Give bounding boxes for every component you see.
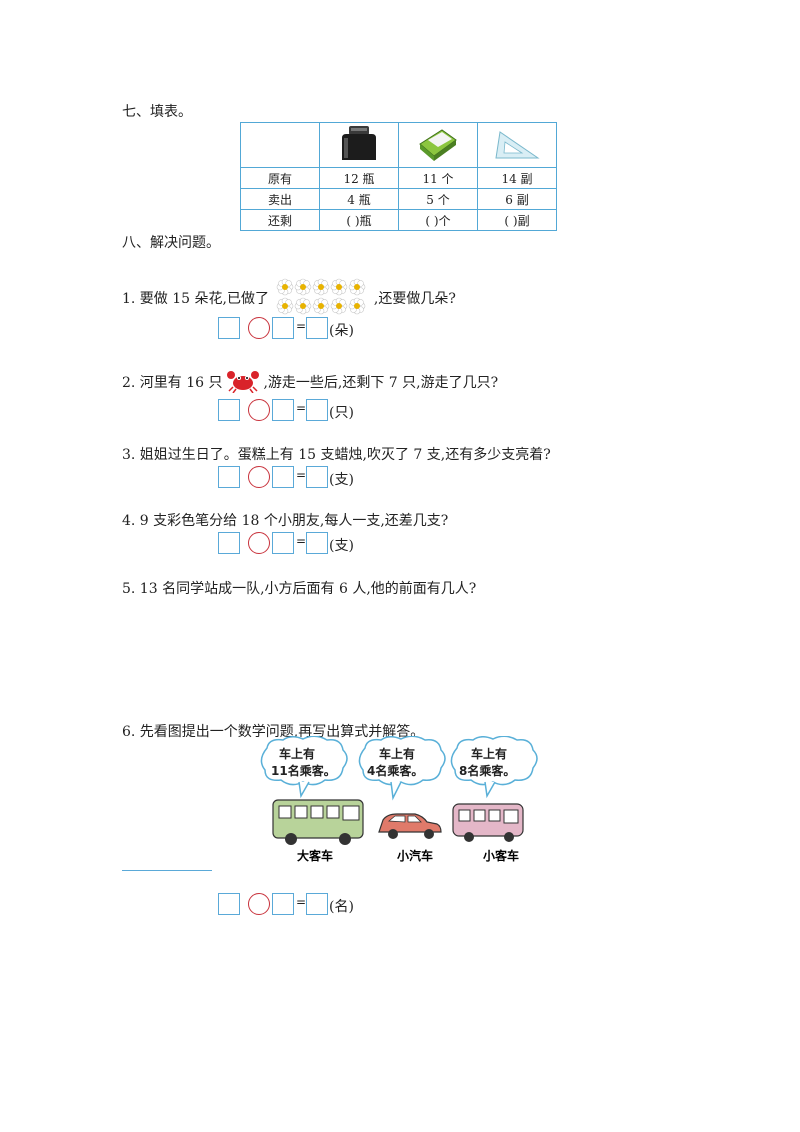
number-box[interactable] bbox=[218, 893, 240, 915]
result-box[interactable] bbox=[306, 466, 328, 488]
operator-circle[interactable] bbox=[248, 399, 270, 421]
large-bus-icon bbox=[272, 799, 364, 845]
equals-sign: = bbox=[296, 895, 307, 909]
number-box[interactable] bbox=[272, 466, 294, 488]
ink-bottle-icon bbox=[319, 122, 399, 168]
result-box[interactable] bbox=[306, 399, 328, 421]
speech-bubble-3: 车上有 8名乘客。 bbox=[450, 736, 538, 799]
operator-circle[interactable] bbox=[248, 893, 270, 915]
vehicle-label-large-bus: 大客车 bbox=[297, 848, 333, 863]
crab-icon bbox=[226, 371, 259, 394]
unit-label: (支) bbox=[329, 472, 354, 488]
operator-circle[interactable] bbox=[248, 466, 270, 488]
row-label: 卖出 bbox=[240, 188, 320, 210]
vehicle-label-car: 小汽车 bbox=[397, 848, 433, 863]
eraser-icon bbox=[398, 122, 478, 168]
row-label: 还剩 bbox=[240, 209, 320, 231]
question-5: 5. 13 名同学站成一队,小方后面有 6 人,他的前面有几人? bbox=[122, 581, 477, 597]
bubble-1-line1: 车上有 bbox=[279, 746, 315, 761]
flower-icon bbox=[349, 297, 366, 315]
unit-label: (支) bbox=[329, 538, 354, 554]
equals-sign: = bbox=[296, 319, 307, 333]
operator-circle[interactable] bbox=[248, 532, 270, 554]
question-2: 2. 河里有 16 只 ,游走一些后,还剩下 7 只,游走了几只? bbox=[122, 369, 499, 394]
result-box[interactable] bbox=[306, 532, 328, 554]
question-1: 1. 要做 15 朵花,已做了 ,还要做几朵? bbox=[122, 277, 456, 317]
row-label: 原有 bbox=[240, 167, 320, 189]
question-4: 4. 9 支彩色笔分给 18 个小朋友,每人一支,还差几支? bbox=[122, 513, 449, 529]
fill-table: 原有 12 瓶 11 个 14 副 卖出 4 瓶 5 个 6 副 还剩 ( )瓶… bbox=[240, 122, 557, 231]
table-cell: 14 副 bbox=[477, 167, 557, 189]
flower-icon bbox=[313, 278, 330, 296]
result-box[interactable] bbox=[306, 893, 328, 915]
number-box[interactable] bbox=[272, 399, 294, 421]
table-corner-cell bbox=[240, 122, 320, 168]
answer-cell[interactable]: ( )瓶 bbox=[319, 209, 399, 231]
speech-bubble-1: 车上有 11名乘客。 bbox=[260, 736, 348, 799]
number-box[interactable] bbox=[218, 466, 240, 488]
question-6: 6. 先看图提出一个数学问题,再写出算式并解答。 bbox=[122, 724, 425, 740]
number-box[interactable] bbox=[218, 399, 240, 421]
answer-cell[interactable]: ( )副 bbox=[477, 209, 557, 231]
question-2-text-before: 2. 河里有 16 只 bbox=[122, 375, 223, 391]
table-cell: 4 瓶 bbox=[319, 188, 399, 210]
vehicle-label-minibus: 小客车 bbox=[483, 848, 519, 863]
minibus-icon bbox=[452, 803, 524, 842]
flower-icon bbox=[277, 278, 294, 296]
bubble-2-line2: 4名乘客。 bbox=[367, 763, 423, 778]
bubble-3-line1: 车上有 bbox=[471, 746, 507, 761]
number-box[interactable] bbox=[272, 893, 294, 915]
result-box[interactable] bbox=[306, 317, 328, 339]
number-box[interactable] bbox=[218, 317, 240, 339]
question-3: 3. 姐姐过生日了。蛋糕上有 15 支蜡烛,吹灭了 7 支,还有多少支亮着? bbox=[122, 447, 551, 463]
table-cell: 6 副 bbox=[477, 188, 557, 210]
car-icon bbox=[378, 813, 442, 839]
flower-icon bbox=[295, 278, 312, 296]
number-box[interactable] bbox=[272, 317, 294, 339]
section8-title: 八、解决问题。 bbox=[122, 235, 220, 251]
flower-icon bbox=[295, 297, 312, 315]
table-cell: 12 瓶 bbox=[319, 167, 399, 189]
passenger-vehicles-illustration: 车上有 11名乘客。 车上有 4名乘客。 车上有 8名乘客。 bbox=[260, 736, 538, 863]
question-1-text-before: 1. 要做 15 朵花,已做了 bbox=[122, 291, 269, 307]
table-cell: 5 个 bbox=[398, 188, 478, 210]
table-cell: 11 个 bbox=[398, 167, 478, 189]
flower-icon bbox=[277, 297, 294, 315]
speech-bubble-2: 车上有 4名乘客。 bbox=[358, 736, 446, 801]
equals-sign: = bbox=[296, 401, 307, 415]
equals-sign: = bbox=[296, 534, 307, 548]
flower-icon bbox=[331, 278, 348, 296]
section7-title: 七、填表。 bbox=[122, 104, 192, 120]
flower-icon bbox=[313, 297, 330, 315]
equals-sign: = bbox=[296, 468, 307, 482]
flower-icon bbox=[349, 278, 366, 296]
unit-label: (朵) bbox=[329, 323, 354, 339]
question-2-text-after: ,游走一些后,还剩下 7 只,游走了几只? bbox=[263, 375, 499, 391]
flowers-icon bbox=[277, 278, 366, 315]
set-square-icon bbox=[477, 122, 557, 168]
question-answer-line[interactable] bbox=[122, 870, 212, 871]
operator-circle[interactable] bbox=[248, 317, 270, 339]
number-box[interactable] bbox=[218, 532, 240, 554]
flower-icon bbox=[331, 297, 348, 315]
number-box[interactable] bbox=[272, 532, 294, 554]
bubble-1-line2: 11名乘客。 bbox=[271, 763, 336, 778]
answer-cell[interactable]: ( )个 bbox=[398, 209, 478, 231]
unit-label: (只) bbox=[329, 405, 354, 421]
unit-label: (名) bbox=[329, 899, 354, 915]
bubble-3-line2: 8名乘客。 bbox=[459, 763, 515, 778]
question-1-text-after: ,还要做几朵? bbox=[373, 291, 456, 307]
bubble-2-line1: 车上有 bbox=[379, 746, 415, 761]
